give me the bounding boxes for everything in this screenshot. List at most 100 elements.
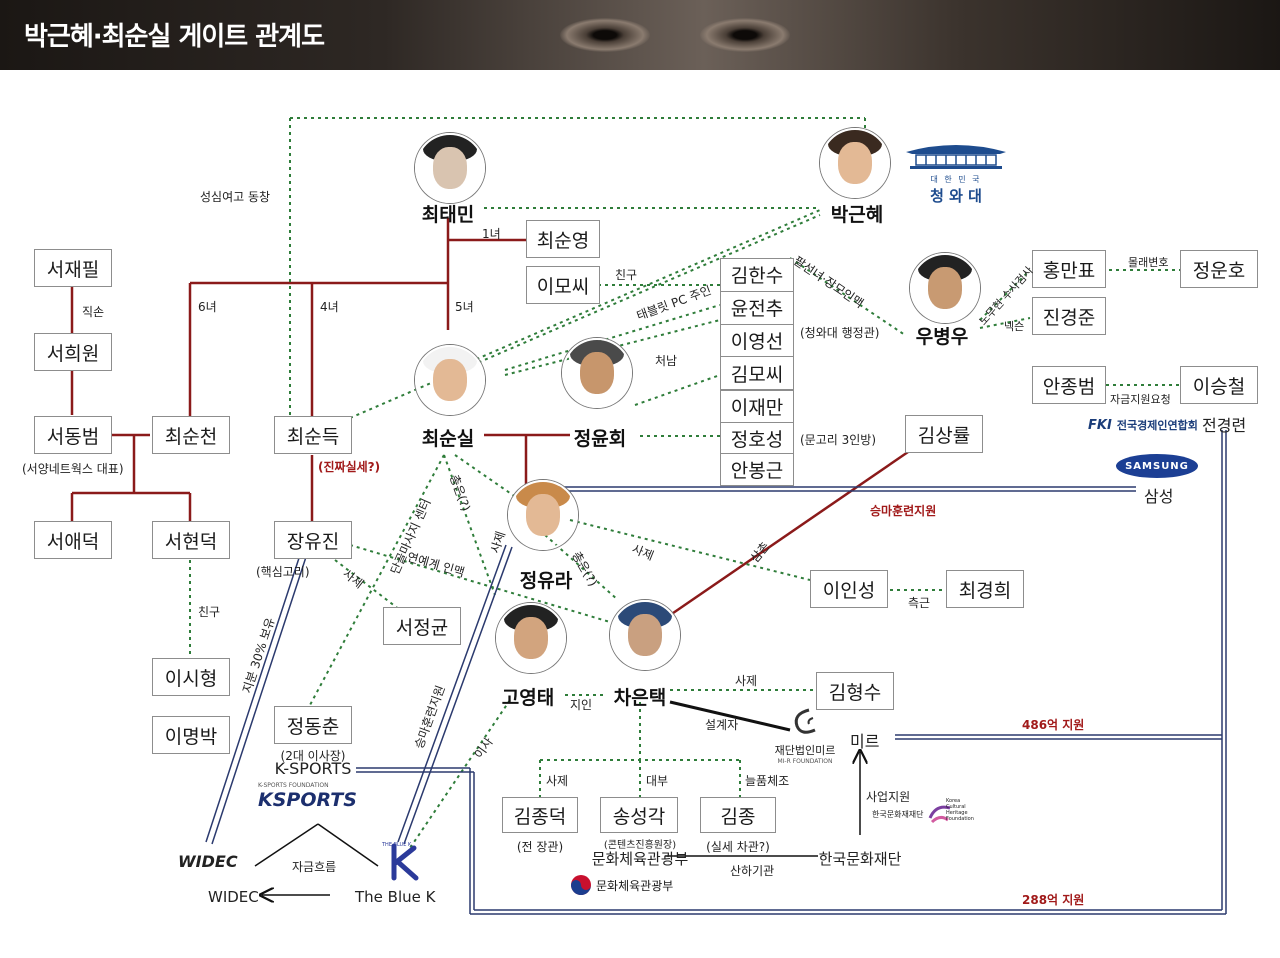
seo-jaepil-box: 서재필 [34, 249, 112, 287]
park-geunhye-name: 박근혜 [830, 204, 884, 226]
lee-youngseon-box: 이영선 [721, 325, 793, 358]
mir-swirl-icon [794, 708, 816, 734]
cha-euntaek-name: 차은택 [613, 687, 667, 709]
choi-sunsil-photo [415, 345, 485, 415]
family-lines [70, 218, 909, 624]
label-director2: (2대 이사장) [280, 749, 346, 763]
label-friend-lee: 친구 [198, 605, 221, 619]
label-jeon-minister: (전 장관) [516, 840, 564, 854]
choi-sunyeong-box: 최순영 [526, 220, 600, 258]
lee-inseong-box: 이인성 [810, 570, 888, 608]
fki-logo: FKI 전국경제인연합회 [1088, 414, 1198, 433]
label-sajae-kim: 사제 [735, 674, 758, 688]
jeong-hoseong-box: 정호성 [721, 423, 793, 455]
jeon-gyeongryeon-name: 전경련 [1202, 416, 1247, 435]
label-5nyeo: 5녀 [455, 300, 474, 314]
an-jongbeom-box: 안종범 [1032, 366, 1106, 404]
ksports-logo-mark: KSPORTS [258, 789, 357, 811]
doorknob-trio-stack: 이재만 정호성 안봉근 [720, 390, 794, 486]
kim-jong-box: 김종 [700, 797, 776, 833]
blue-house-icon [906, 145, 1006, 169]
heritage-ko: 한국문화재재단 [872, 809, 924, 819]
lee-myungbak-box: 이명박 [152, 716, 230, 754]
mcst-name: 문화체육관광부 [591, 850, 689, 868]
kim-sangryul-box: 김상률 [905, 415, 983, 453]
song-seonggak-box: 송성각 [600, 797, 678, 833]
jang-yujin-box: 장유진 [274, 521, 352, 559]
blue-house-subtitle: 대 한 민 국 [930, 175, 982, 184]
jeong-yunhoe-name: 정윤회 [573, 428, 627, 450]
solid-black-lines [254, 700, 860, 895]
label-6nyeo: 6녀 [198, 300, 217, 314]
jin-gyeongjun-box: 진경준 [1032, 297, 1106, 335]
seo-jeonggyun-box: 서정균 [383, 607, 461, 645]
label-seongsim: 성심여고 동창 [200, 190, 271, 204]
jeong-unho-box: 정운호 [1180, 250, 1258, 288]
blue-house-name: 청 와 대 [930, 187, 982, 205]
cha-euntaek-photo [610, 600, 680, 670]
label-vice-minister: (실세 차관?) [706, 840, 770, 854]
mir-name: 미르 [850, 732, 880, 751]
woo-byungwoo-name: 우병우 [915, 326, 969, 348]
blue-house-staff-stack: 김한수 윤전추 이영선 김모씨 [720, 258, 794, 390]
label-friend-kim: 친구 [615, 268, 638, 282]
blue-house-logo: 대 한 민 국 청 와 대 [902, 138, 1010, 206]
jeong-yura-name: 정유라 [519, 570, 573, 592]
bluek-k-icon [391, 843, 419, 881]
an-bonggeun-box: 안봉근 [730, 460, 784, 483]
label-cheongwadae-admin: (청와대 행정관) [800, 326, 880, 340]
kim-jongdeok-box: 김종덕 [502, 797, 578, 833]
kim-hyeongsu-box: 김형수 [816, 672, 894, 710]
choi-sunsil-name: 최순실 [421, 428, 475, 450]
label-daebu: 대부 [646, 774, 669, 788]
label-horse-train: 승마훈련지원 [870, 504, 937, 518]
eye-photo-left [560, 18, 650, 52]
lee-sihyeong-box: 이시형 [152, 658, 230, 696]
label-4nyeo: 4녀 [320, 300, 339, 314]
lee-mo-box: 이모씨 [526, 266, 600, 304]
choi-taemin-photo [415, 133, 485, 203]
fki-logo-mark: FKI [1088, 418, 1112, 433]
widec-logo: WIDEC [178, 852, 238, 871]
jeong-yunhoe-photo [562, 338, 632, 408]
label-fund-flow: 자금흐름 [292, 860, 337, 874]
park-geunhye-photo [820, 128, 890, 198]
label-core-ring: (핵심고리) [256, 565, 310, 579]
samsung-logo: SAMSUNG [1116, 454, 1198, 478]
widec-name: WIDEC [208, 888, 259, 906]
label-lawyer: 몰래변호 [1128, 256, 1169, 269]
kim-mo-box: 김모씨 [730, 363, 784, 386]
mcst-logo: 문화체육관광부 [570, 874, 673, 896]
label-nephew: 측근 [908, 596, 931, 610]
label-content-director: (콘텐츠진흥원장) [603, 840, 677, 851]
label-cheonam: 처남 [655, 354, 678, 368]
seo-huiwon-box: 서희원 [34, 333, 112, 371]
jeong-dongchun-box: 정동춘 [274, 706, 352, 744]
choi-gyeonghui-box: 최경희 [946, 570, 1024, 608]
mir-foundation-logo: 재단법인미르 MI-R FOUNDATION [770, 706, 840, 765]
eye-photo-right [700, 18, 790, 52]
label-business-support: 사업지원 [866, 790, 911, 804]
label-doorknob: (문고리 3인방) [800, 433, 877, 447]
ksports-logo: K-SPORTS FOUNDATION KSPORTS [258, 782, 368, 811]
kim-hansu-box: 김한수 [721, 259, 793, 292]
taeguk-icon [571, 875, 591, 895]
choi-sundeuk-box: 최순득 [274, 416, 352, 454]
seo-dongbeom-box: 서동범 [34, 416, 112, 454]
heritage-en: Korea Cultural Heritage Foundation [946, 798, 974, 822]
label-seoyang: (서양네트웍스 대표) [22, 462, 124, 476]
lee-seungcheol-box: 이승철 [1180, 366, 1258, 404]
mir-foundation-en: MI-R FOUNDATION [777, 758, 833, 765]
label-486: 486억 지원 [1022, 718, 1085, 732]
money-lines [205, 430, 1227, 915]
seo-aedeok-box: 서애덕 [34, 521, 112, 559]
go-youngtae-name: 고영태 [501, 687, 555, 709]
label-jikson: 직손 [82, 305, 105, 319]
lee-jaeman-box: 이재만 [721, 391, 793, 423]
header-banner: 박근혜·최순실 게이트 관계도 [0, 0, 1280, 70]
woo-byungwoo-photo [910, 253, 980, 323]
label-fund-request: 자금지원요청 [1110, 393, 1171, 406]
bluek-name: The Blue K [355, 888, 436, 906]
label-288: 288억 지원 [1022, 893, 1085, 907]
